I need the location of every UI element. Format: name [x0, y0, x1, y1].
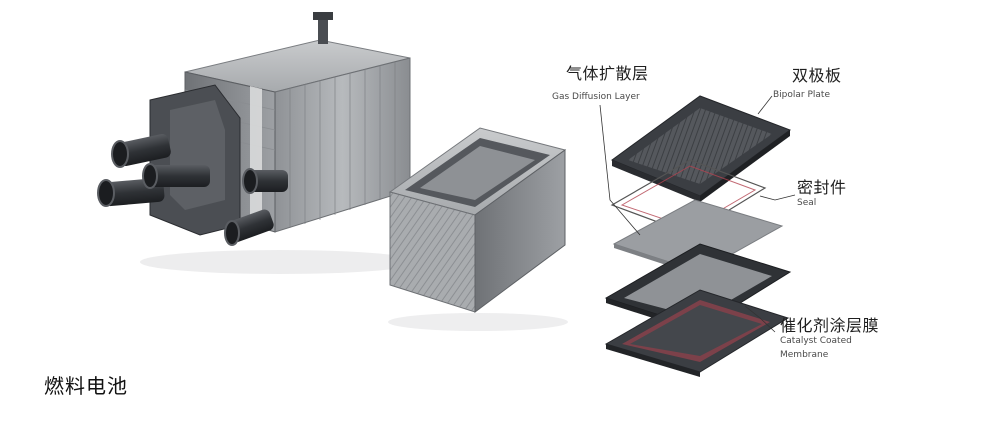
fuel-cell-stack: [97, 12, 420, 274]
label-ccm-en-2: Membrane: [780, 350, 829, 360]
label-ccm-en-1: Catalyst Coated: [780, 336, 852, 346]
lower-plate: [604, 289, 790, 377]
inlet-pipes: [97, 133, 288, 246]
label-bipolar-plate: 双极板: [792, 66, 842, 85]
exploded-view: [599, 95, 796, 377]
label-gas-diffusion-layer: 气体扩散层: [566, 64, 649, 83]
caption-fuel-cell: 燃料电池: [44, 374, 128, 398]
label-bipolar-plate-en: Bipolar Plate: [773, 90, 830, 100]
label-gas-diffusion-layer-en: Gas Diffusion Layer: [552, 92, 640, 102]
single-cell-block: [388, 127, 568, 331]
label-seal-en: Seal: [797, 198, 817, 208]
label-ccm: 催化剂涂层膜: [780, 316, 880, 335]
label-seal: 密封件: [797, 178, 847, 197]
leader-lines: [599, 95, 796, 333]
bipolar-plate: [610, 95, 792, 202]
